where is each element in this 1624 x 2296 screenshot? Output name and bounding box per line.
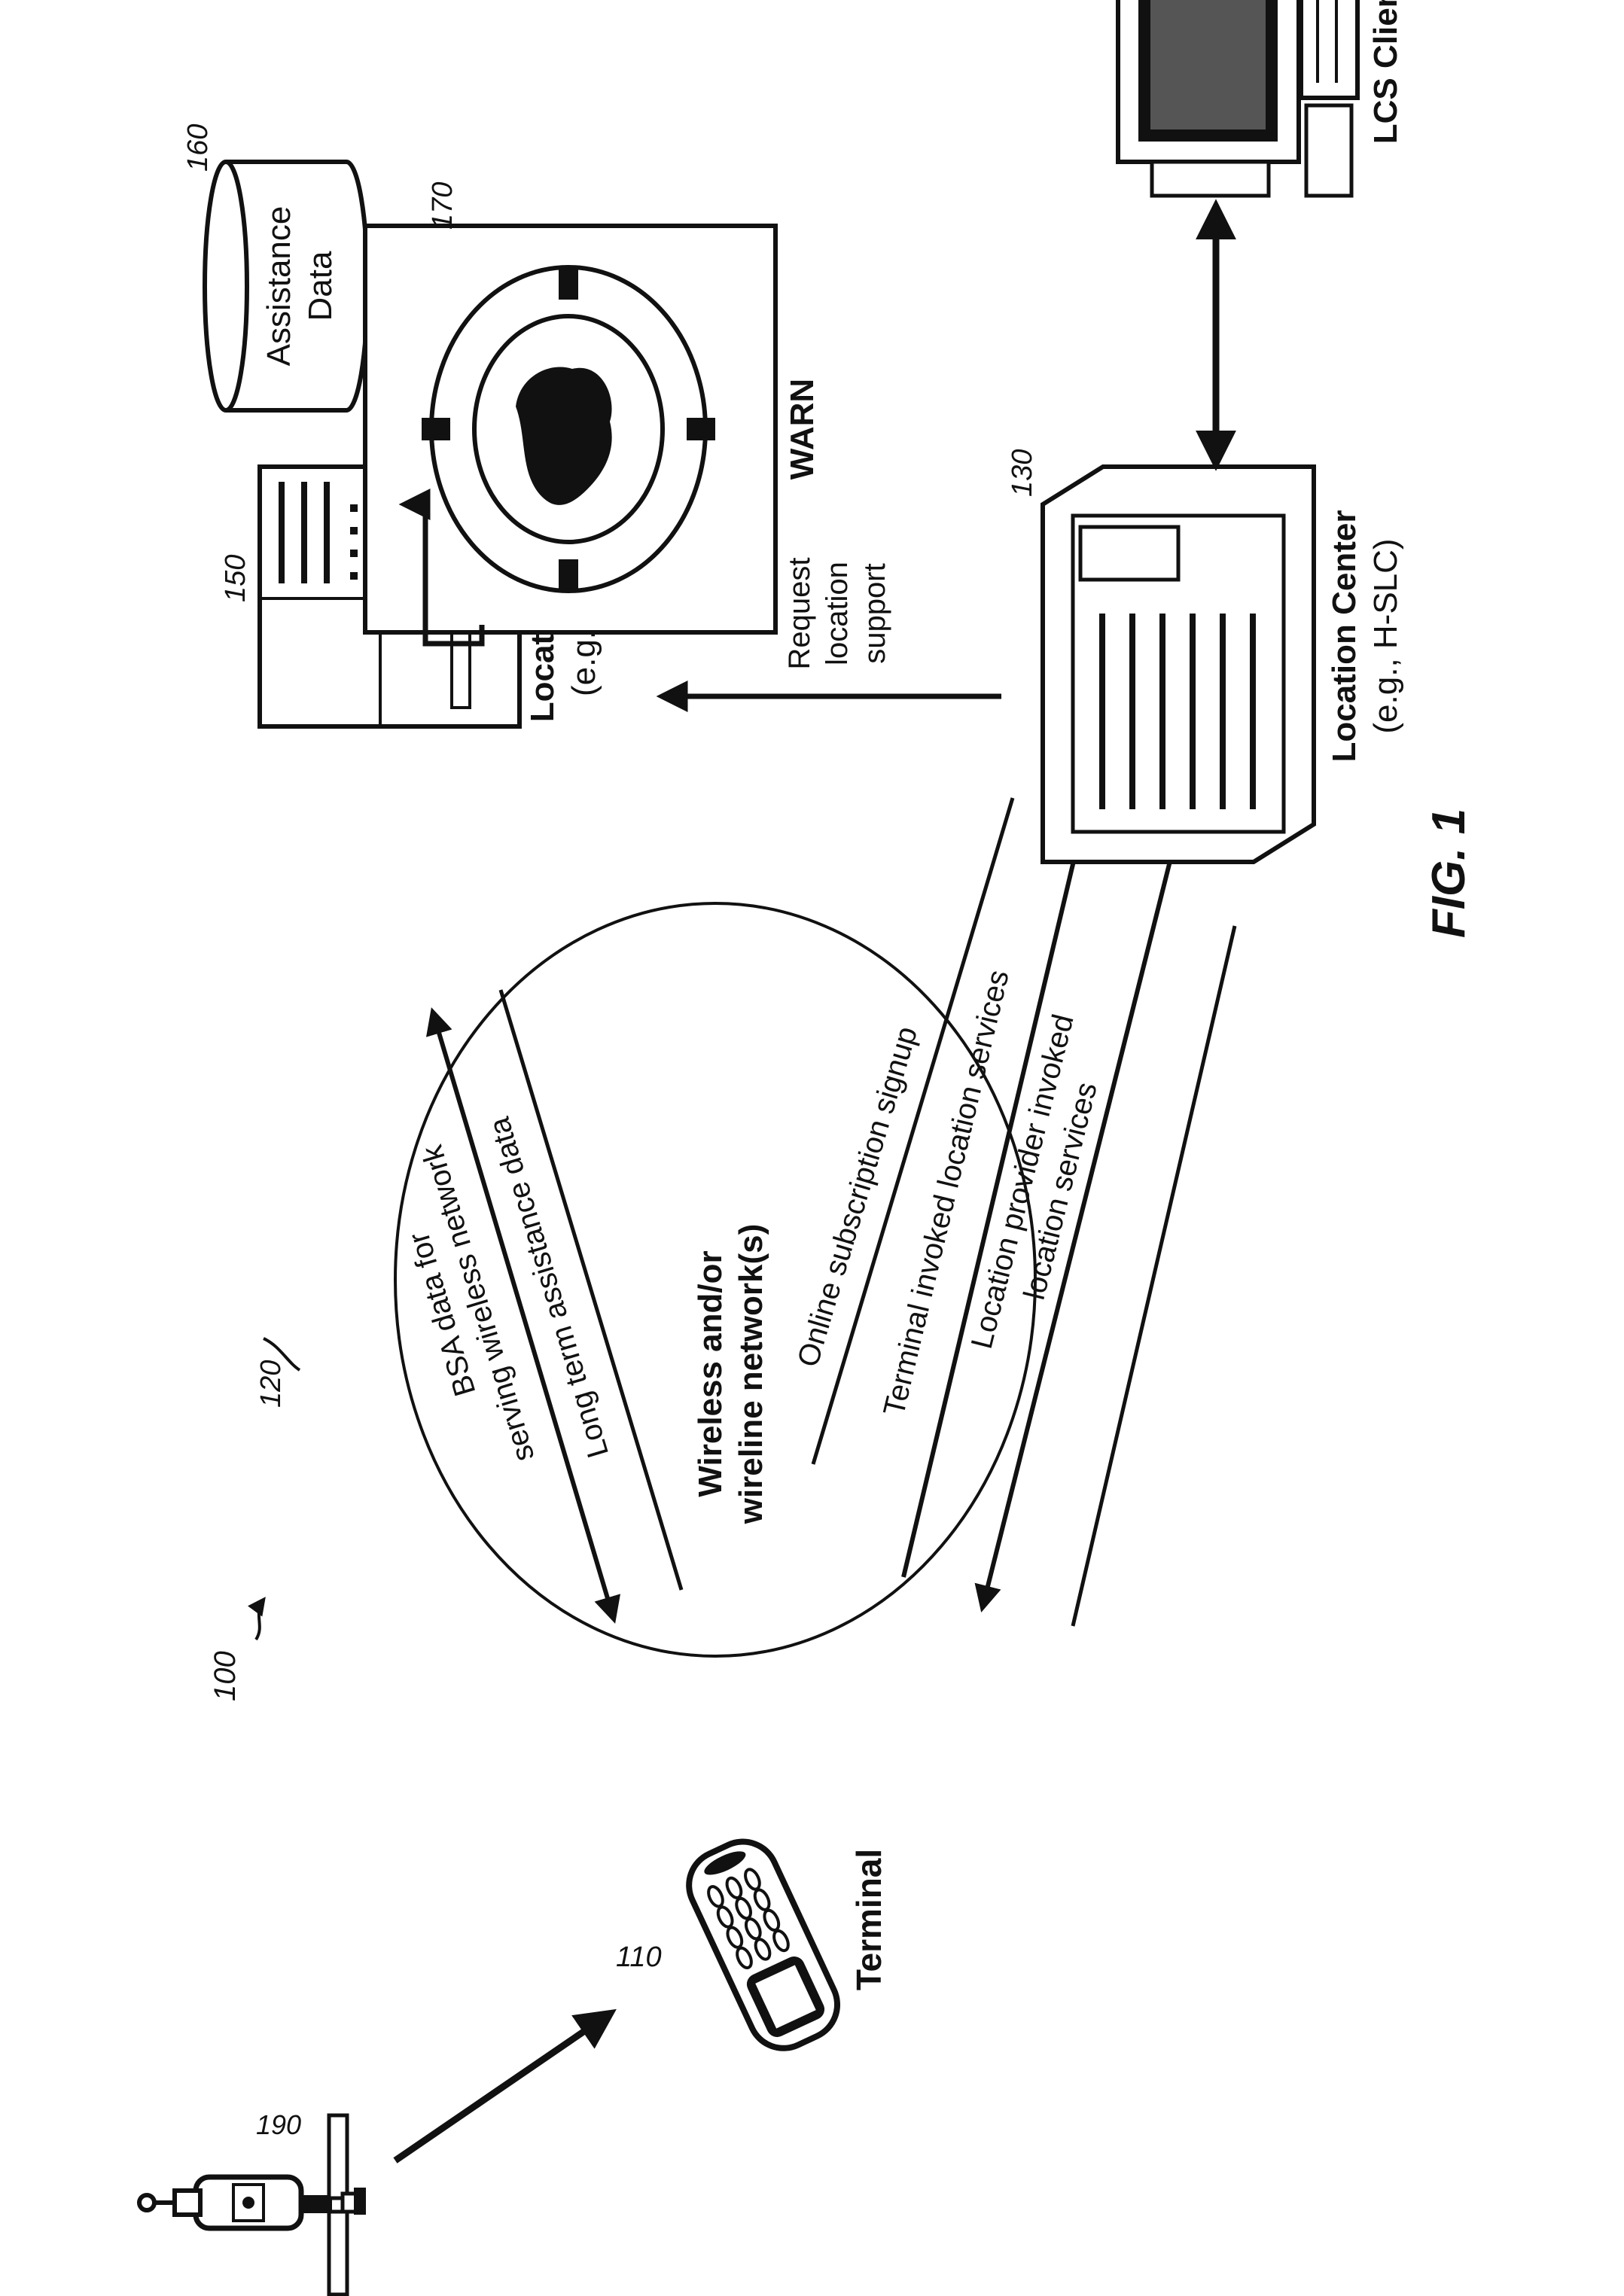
network-label-line2: wireline network(s) <box>733 1224 769 1525</box>
warn-to-server-arrow <box>398 489 485 647</box>
rotated-figure: 190 110 Terminal 100 120 Wireless and/or… <box>137 0 1475 2296</box>
warn-label: WARN <box>784 379 821 480</box>
lcs-client-icon <box>1116 0 1360 198</box>
network-ref: 120 <box>255 1360 287 1408</box>
request-label-line2: location <box>821 562 854 665</box>
location-server-ref: 150 <box>220 555 251 602</box>
terminal-icon <box>686 1838 841 2051</box>
system-ref-leader <box>247 1597 266 1641</box>
location-center-label-line2: (e.g., H-SLC) <box>1367 538 1404 733</box>
location-center-icon <box>1041 464 1316 864</box>
online-signup-line <box>811 797 1015 1465</box>
network-ref-leader <box>263 1337 301 1372</box>
bsa-data-arrow <box>425 1007 621 1624</box>
assistance-data-ref: 160 <box>182 124 214 172</box>
provider-invoked-line <box>1071 925 1237 1627</box>
system-ref: 100 <box>209 1651 242 1701</box>
terminal-invoked-arrow <box>901 811 1092 1578</box>
warn-icon <box>363 224 778 635</box>
lcs-client-label: LCS Client <box>1367 0 1404 144</box>
satellite-icon <box>137 2113 366 2296</box>
assistance-data-label-line2: Data <box>302 251 339 321</box>
location-center-label-line1: Location Center <box>1326 510 1363 763</box>
figure-caption: FIG. 1 <box>1423 808 1475 938</box>
request-label-line3: support <box>858 563 891 663</box>
terminal-ref: 110 <box>616 1941 662 1973</box>
provider-invoked-arrow <box>974 857 1173 1612</box>
request-label-line1: Request <box>783 558 816 670</box>
satellite-signal-arrow <box>393 2008 617 2164</box>
terminal-label: Terminal <box>849 1849 888 1990</box>
satellite-ref: 190 <box>256 2109 301 2140</box>
long-term-assistance-line <box>498 989 684 1591</box>
network-label-line1: Wireless and/or <box>692 1250 729 1497</box>
location-center-ref: 130 <box>1007 449 1038 497</box>
assistance-data-label-line1: Assistance <box>261 206 297 367</box>
warn-ref: 170 <box>427 182 459 230</box>
network-ellipse <box>394 902 1037 1658</box>
